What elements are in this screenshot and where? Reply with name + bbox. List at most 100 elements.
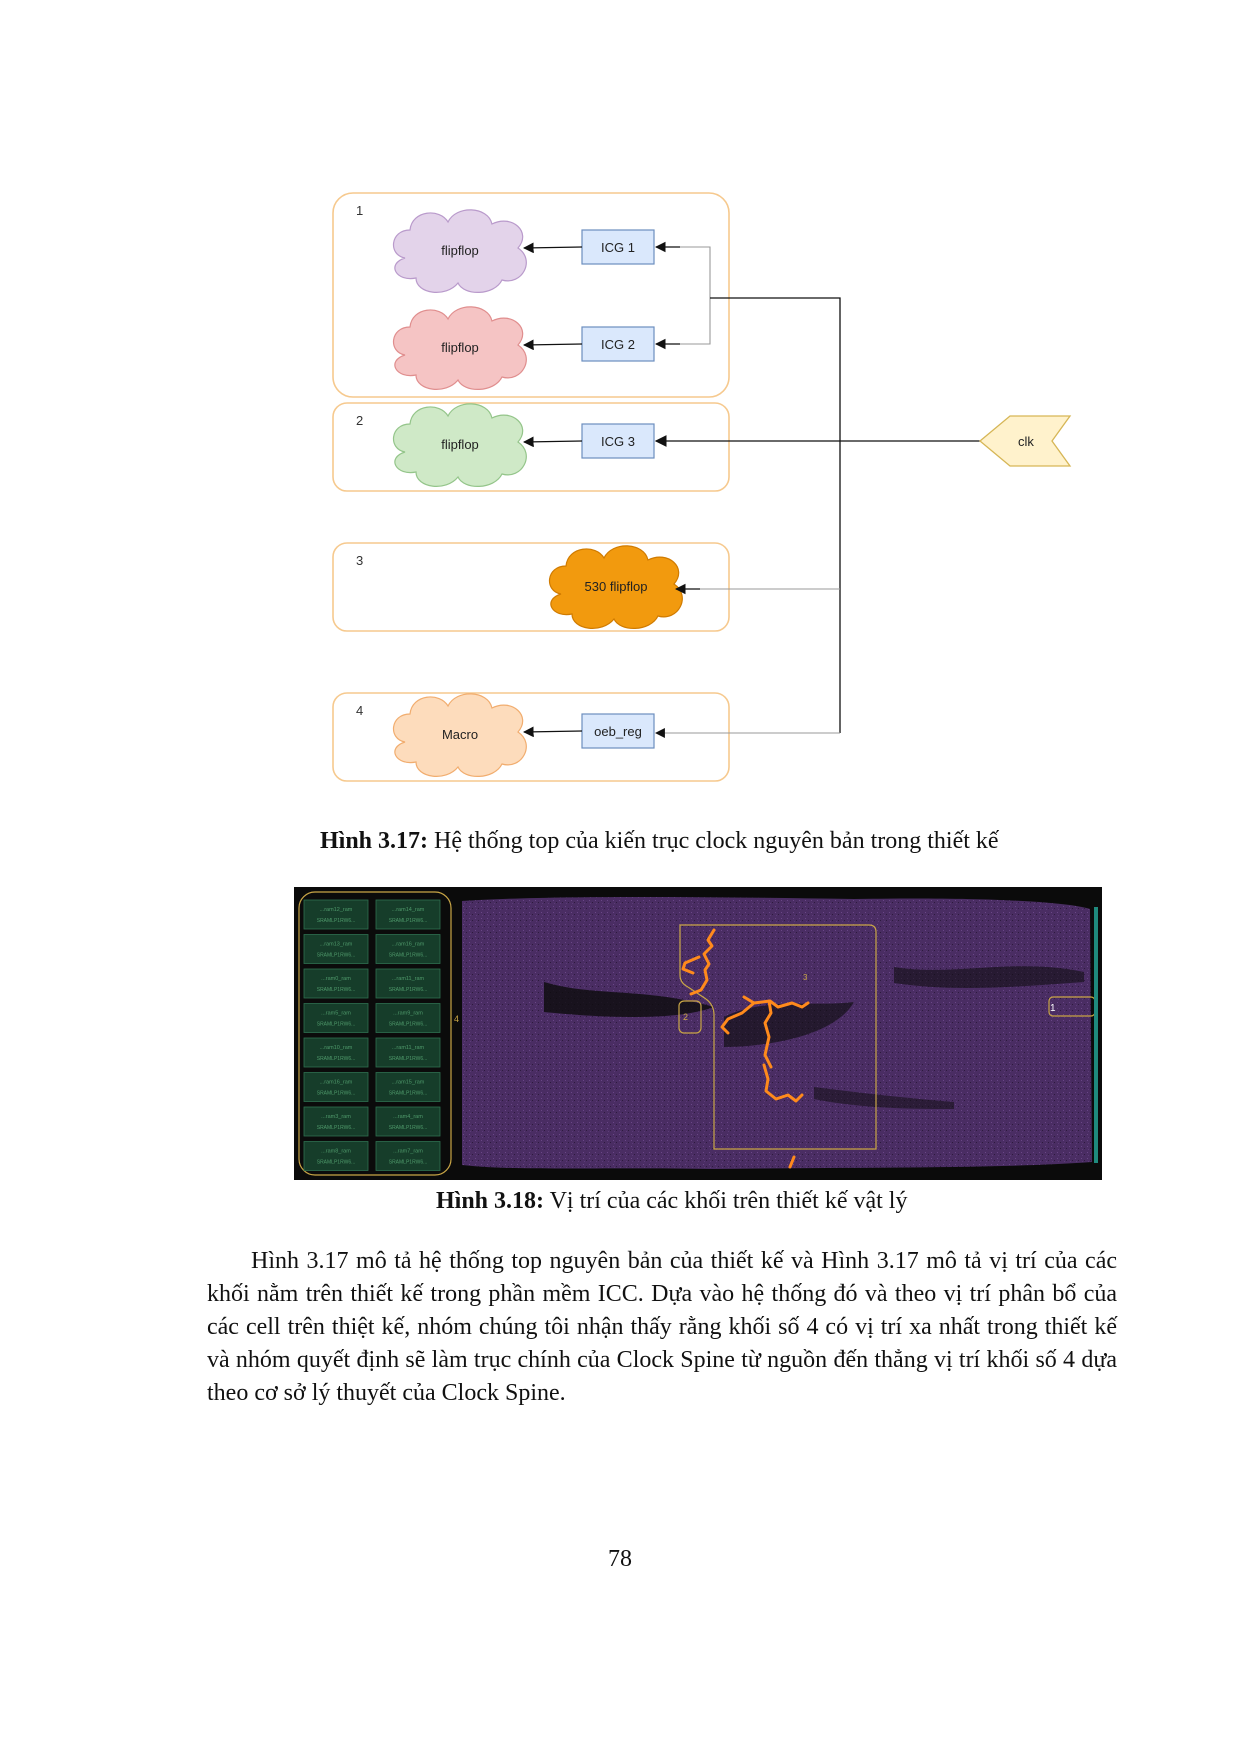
sram-macro-type: SRAMLP1RW6... [389,1022,428,1028]
sram-macro [303,1072,369,1102]
body-paragraph-text: Hình 3.17 mô tả hệ thống top nguyên bản … [207,1248,1117,1406]
sram-macro-type: SRAMLP1RW6... [317,1160,356,1166]
clk-source [978,415,1072,467]
block-label-1: 1 [1050,1003,1056,1014]
wire-icg-branch [660,246,711,345]
sram-macro-type: SRAMLP1RW6... [317,987,356,993]
sram-macro-name: ...ram16_ram [392,942,425,948]
sram-macro [303,1003,369,1033]
icg-3-box [581,423,655,459]
sram-macro-name: ...ram10_ram [320,1045,353,1051]
sram-macro [375,934,441,964]
sram-macro-name: ...ram4_ram [393,1114,423,1120]
sram-macro-name: ...ram9_ram [393,1011,423,1017]
figure-3-17-caption: Hình 3.17: Hệ thống top của kiến trục cl… [320,828,999,855]
macro-region-4 [298,891,452,1176]
sram-macro-type: SRAMLP1RW6... [389,1056,428,1062]
icg-1-label: ICG 1 [601,240,635,255]
sram-macro [375,1141,441,1171]
block-label-4: 4 [454,1014,459,1024]
sram-macro-type: SRAMLP1RW6... [317,1022,356,1028]
icg-2-label: ICG 2 [601,337,635,352]
group-number-1: 1 [356,203,363,218]
cloud-label-530: 530 flipflop [585,579,648,594]
sram-macro-type: SRAMLP1RW6... [317,1125,356,1131]
icg-1-box [581,229,655,265]
group-number-4: 4 [356,703,363,718]
sram-macro [375,1003,441,1033]
sram-macro [303,1037,369,1068]
cloud-label-3: flipflop [441,437,479,452]
group-box-2 [332,402,730,492]
sram-macro-type: SRAMLP1RW6... [317,1056,356,1062]
sram-macro [375,1072,441,1102]
sram-macro [375,968,441,999]
sram-macro-type: SRAMLP1RW6... [389,1125,428,1131]
sram-macro-name: ...ram14_ram [392,907,425,913]
block-label-3: 3 [803,973,808,982]
dark-void-1 [544,982,714,1017]
caption-3-18-label: Hình 3.18: [436,1188,545,1214]
arrow-icg2-to-flipflop [522,339,583,351]
group-box-4 [332,692,730,782]
sram-macro-name: ...ram3_ram [321,1114,351,1120]
region-2-outline [678,1000,702,1034]
caption-3-18-text: Vị trí của các khối trên thiết kế vật lý [544,1188,908,1214]
sram-macro-name: ...ram8_ram [321,1149,351,1155]
sram-macro-type: SRAMLP1RW6... [389,1160,428,1166]
sram-macro-type: SRAMLP1RW6... [317,953,356,959]
cloud-label-2: flipflop [441,340,479,355]
icg-3-label: ICG 3 [601,434,635,449]
sram-macro [375,899,441,930]
group-box-3 [332,542,730,632]
wire-main-trunk [710,297,841,733]
group-number-3: 3 [356,553,363,568]
dark-void-2 [724,1002,854,1047]
sram-macro-name: ...ram5_ram [321,1011,351,1017]
sram-macro-name: ...ram16_ram [320,1080,353,1086]
dark-void-4 [814,1087,954,1109]
sram-macro-type: SRAMLP1RW6... [389,987,428,993]
right-edge-strip [1094,907,1098,1163]
group-number-2: 2 [356,413,363,428]
arrow-icg3-to-flipflop [522,436,583,448]
icg-2-box [581,326,655,362]
oeb-reg-label: oeb_reg [594,724,642,739]
sram-macro-type: SRAMLP1RW6... [389,953,428,959]
region-3-outline [679,924,877,1150]
sram-macro-name: ...ram12_ram [320,907,353,913]
sram-macro-type: SRAMLP1RW6... [317,1091,356,1097]
clk-label: clk [1018,434,1034,449]
cloud-label-1: flipflop [441,243,479,258]
cloud-label-macro: Macro [442,727,478,742]
clock-tree-traces [681,928,810,1169]
sram-macro-type: SRAMLP1RW6... [389,918,428,924]
core-area [462,897,1092,1169]
sram-macro-type: SRAMLP1RW6... [389,1091,428,1097]
arrow-icg1-to-flipflop [522,242,583,254]
arrow-oeb-to-macro [522,726,583,738]
caption-3-17-text: Hệ thống top của kiến trục clock nguyên … [428,828,999,854]
dark-void-3 [894,966,1084,988]
sram-macro-name: ...ram11_ram [392,976,425,982]
sram-macro-name: ...ram13_ram [320,942,353,948]
clock-architecture-diagram: 1 2 3 4 flipflop flipflop flipflop 530 f… [332,192,1072,782]
sram-macro [303,934,369,964]
sram-macro-name: ...ram7_ram [393,1149,423,1155]
caption-3-17-label: Hình 3.17: [320,828,429,854]
sram-macro [375,1106,441,1137]
group-box-1 [332,192,730,398]
body-paragraph: Hình 3.17 mô tả hệ thống top nguyên bản … [207,1245,1117,1410]
sram-macro [303,1141,369,1171]
page-number: 78 [608,1546,632,1572]
sram-macro-name: ...ram0_ram [321,976,351,982]
figure-3-18-caption: Hình 3.18: Vị trí của các khối trên thiế… [436,1188,907,1215]
sram-macro [375,1037,441,1068]
block-label-2: 2 [683,1012,688,1022]
sram-macro-name: ...ram11_ram [392,1045,425,1051]
sram-macro-type: SRAMLP1RW6... [317,918,356,924]
sram-macro [303,899,369,930]
sram-macro [303,968,369,999]
